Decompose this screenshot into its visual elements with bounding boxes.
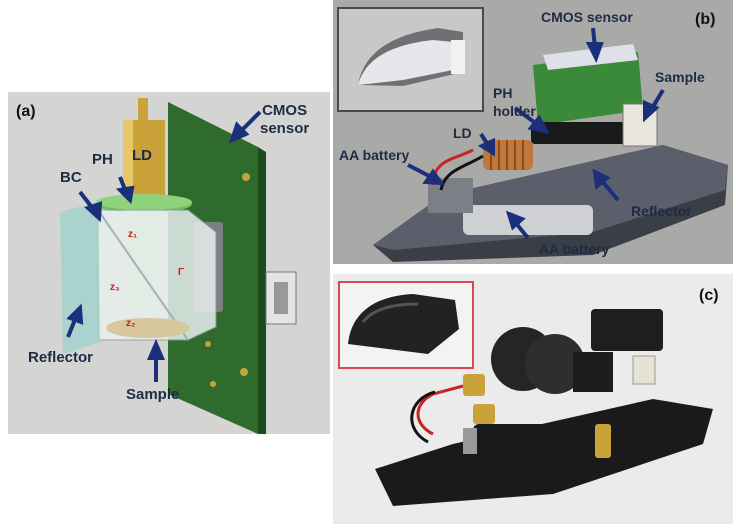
reflector-label: Reflector bbox=[28, 349, 94, 366]
cmos-pcb bbox=[533, 52, 643, 125]
panel-c-tag: (c) bbox=[699, 287, 719, 304]
aa-battery-top-label: AA battery bbox=[339, 147, 410, 163]
panel-b-illustration bbox=[337, 7, 728, 262]
panel-b-tag: (b) bbox=[695, 11, 716, 28]
ph-label: PH bbox=[92, 151, 113, 168]
ld-label: LD bbox=[453, 125, 472, 141]
ld-label: LD bbox=[132, 147, 152, 164]
ph-holder bbox=[531, 122, 626, 144]
svg-text:z₂: z₂ bbox=[126, 318, 135, 329]
cmos-sensor-label: CMOS sensor bbox=[541, 9, 633, 25]
aa-battery bbox=[473, 424, 603, 458]
cmos-sensor-label: CMOS sensor bbox=[260, 102, 310, 137]
sample-label: Sample bbox=[655, 69, 705, 85]
reflector-plate bbox=[60, 202, 100, 354]
panel-a: z₁ z₃ z₂ Γ (a) CMOS sensor LD PH BC Refl… bbox=[8, 92, 330, 434]
sample-label: Sample bbox=[126, 386, 180, 403]
panel-c: (c) bbox=[333, 274, 733, 524]
sample-stage bbox=[106, 318, 190, 338]
panel-a-illustration: z₁ z₃ z₂ Γ bbox=[60, 98, 297, 434]
svg-text:z₁: z₁ bbox=[128, 229, 137, 240]
panel-b: (b) CMOS sensor Sample PH holder LD AA b… bbox=[333, 0, 733, 264]
reflector-label: Reflector bbox=[631, 203, 692, 219]
bc-label: BC bbox=[60, 169, 82, 186]
ph-holder-label: PH holder bbox=[493, 85, 536, 119]
svg-text:Γ: Γ bbox=[178, 267, 184, 278]
panel-c-photo bbox=[338, 281, 713, 506]
ld-brass bbox=[463, 374, 485, 396]
aa-battery-bottom-label: AA battery bbox=[539, 241, 610, 257]
panel-a-tag: (a) bbox=[16, 103, 36, 120]
svg-text:z₃: z₃ bbox=[110, 282, 120, 293]
